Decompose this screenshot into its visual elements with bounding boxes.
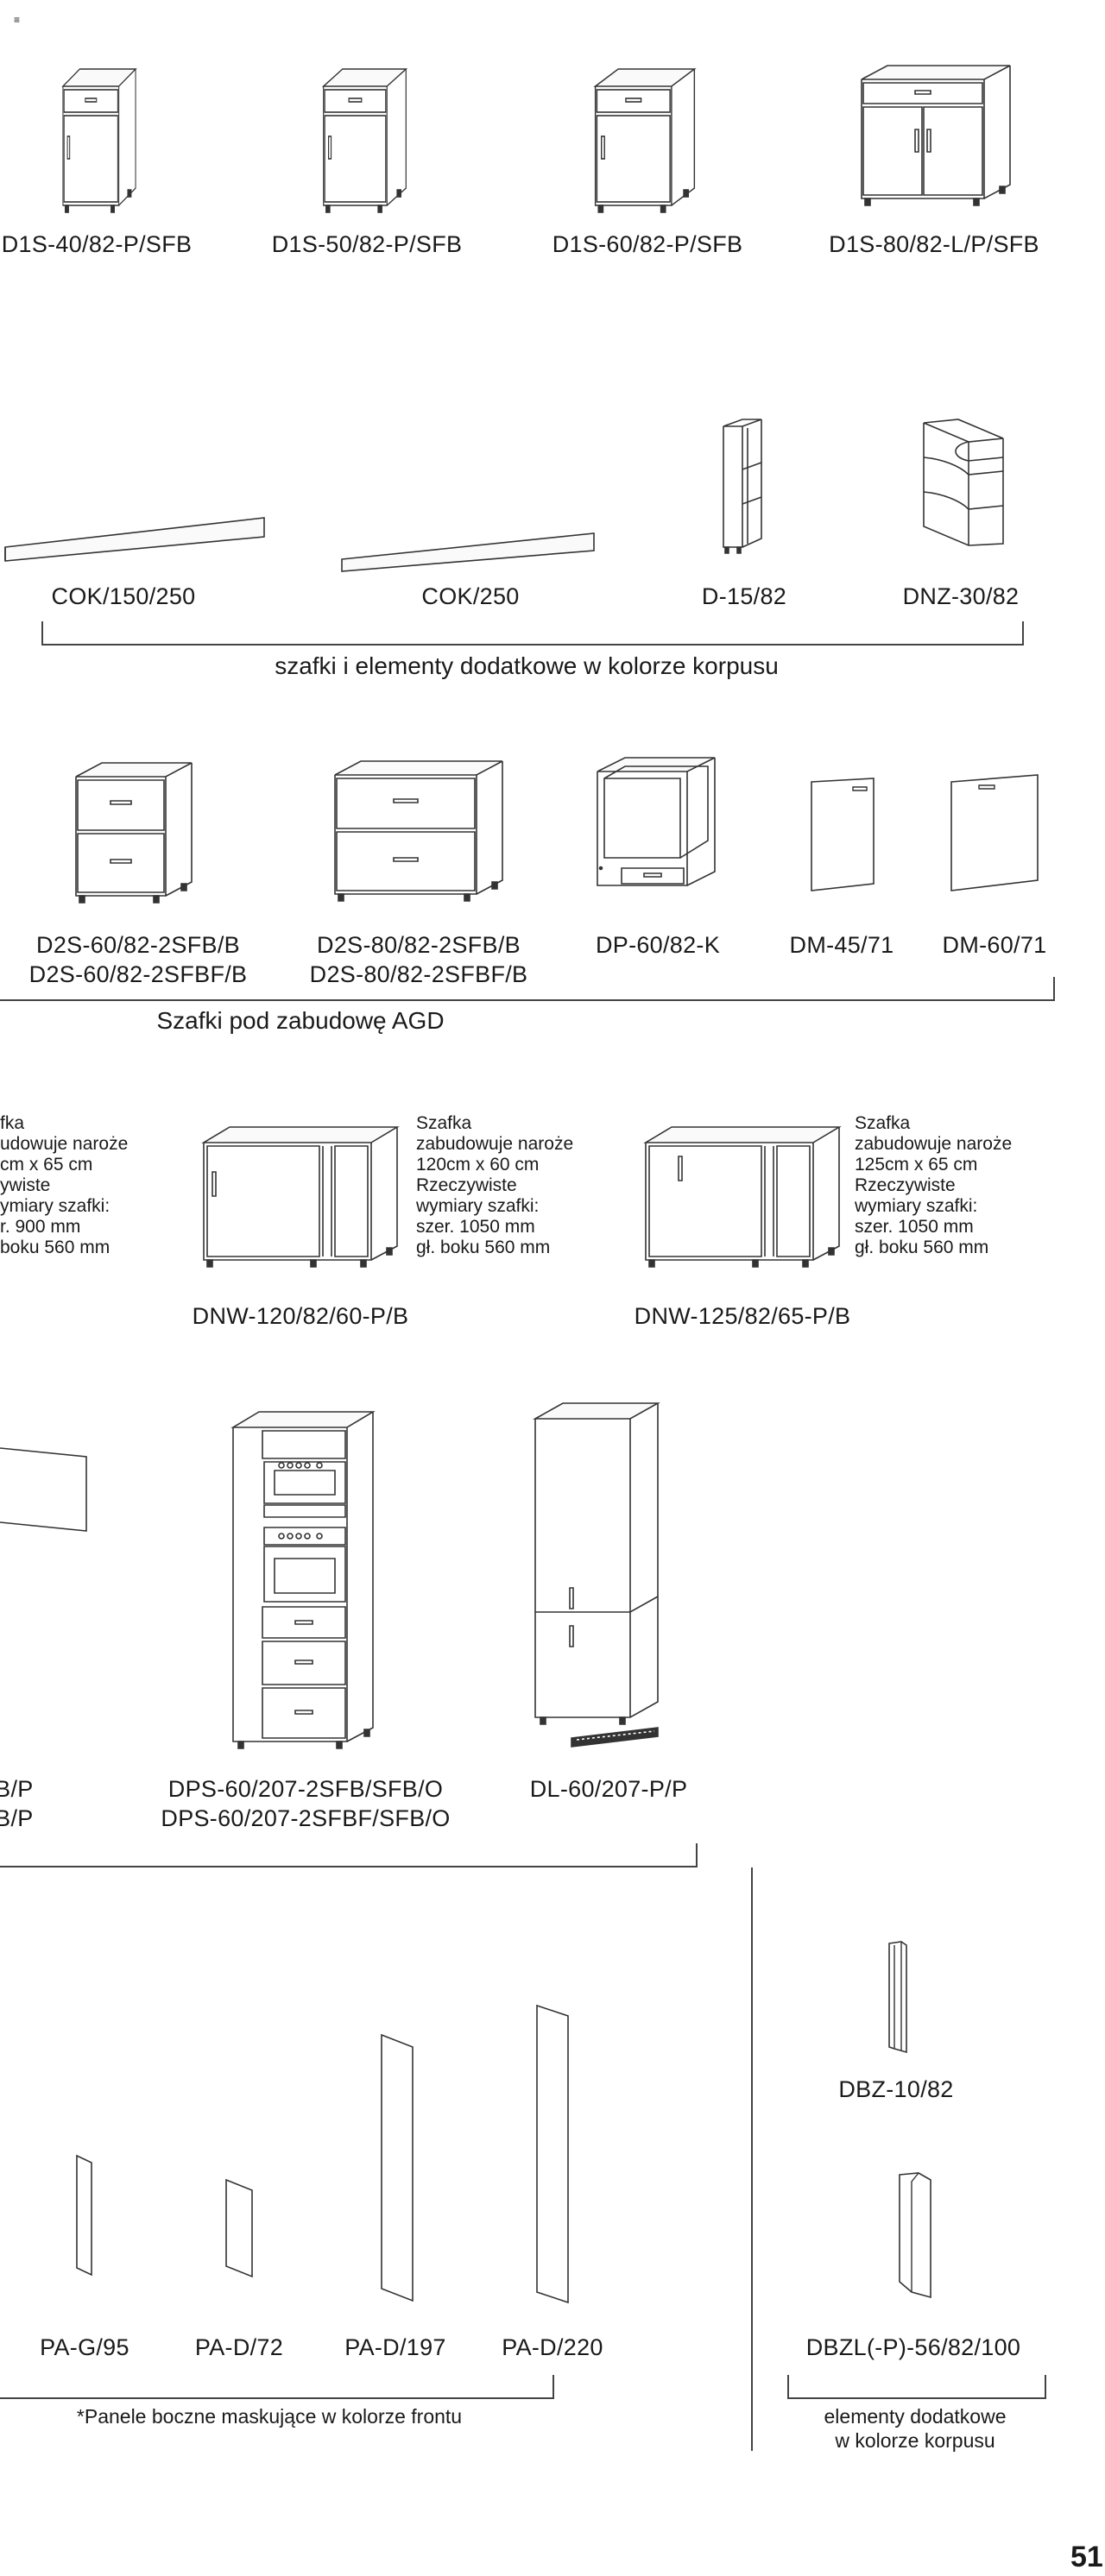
label-d2s-60: D2S-60/82-2SFB/B D2S-60/82-2SFBF/B [29, 930, 248, 989]
bracket-row3 [0, 977, 1055, 1001]
label-dbz-10: DBZ-10/82 [838, 2076, 954, 2102]
caption-row3: Szafki pod zabudowę AGD [156, 1007, 445, 1034]
label-dl-60: DL-60/207-P/P [529, 1776, 688, 1802]
label-d2s-60-line1: D2S-60/82-2SFB/B [36, 932, 240, 958]
cabinet-d15-drawing [717, 418, 768, 556]
plinth-cok-150-drawing [0, 513, 268, 563]
cabinet-d2s-60-drawing [69, 758, 199, 913]
vertical-divider [751, 1867, 753, 2451]
cabinet-d1s-80-drawing [855, 60, 1019, 211]
corner-note-left-l3: cm x 65 cm [0, 1155, 93, 1175]
note-dnw-120-l5: wymiary szafki: [416, 1196, 540, 1216]
label-dps-60: DPS-60/207-2SFB/SFB/O DPS-60/207-2SFBF/S… [161, 1774, 450, 1833]
label-d2s-60-line2: D2S-60/82-2SFBF/B [28, 961, 248, 987]
label-partial-left-line1: FB/P [0, 1776, 34, 1802]
label-dnz-30: DNZ-30/82 [902, 583, 1020, 609]
note-dnw-120-l7: gł. boku 560 mm [416, 1238, 551, 1257]
cabinet-d1s-40-drawing [62, 68, 136, 213]
label-d2s-80-line1: D2S-80/82-2SFB/B [317, 932, 521, 958]
label-dps-60-line1: DPS-60/207-2SFB/SFB/O [167, 1776, 444, 1802]
note-dnw-120-l3: 120cm x 60 cm [416, 1155, 540, 1175]
note-dnw-125-l6: szer. 1050 mm [855, 1217, 974, 1237]
corner-note-left-l6: r. 900 mm [0, 1217, 81, 1237]
bracket-row5 [0, 1843, 698, 1867]
corner-note-left-l5: ymiary szafki: [0, 1196, 110, 1216]
label-cok-250: COK/250 [421, 583, 520, 609]
label-pa-d-220: PA-D/220 [502, 2334, 603, 2360]
label-pa-g-95: PA-G/95 [40, 2334, 129, 2360]
label-d2s-80: D2S-80/82-2SFB/B D2S-80/82-2SFBF/B [310, 930, 528, 989]
cabinet-dl-60-tall-drawing [528, 1400, 666, 1754]
cabinet-dnw-125-drawing [639, 1120, 855, 1275]
corner-note-dnw-125: Szafka zabudowuje naroże 125cm x 65 cm R… [855, 1113, 1012, 1258]
label-dm-45: DM-45/71 [789, 932, 894, 958]
corner-note-dnw-120: Szafka zabudowuje naroże 120cm x 60 cm R… [416, 1113, 573, 1258]
panel-partial-left-drawing [0, 1439, 95, 1534]
label-dps-60-line2: DPS-60/207-2SFBF/SFB/O [161, 1805, 451, 1831]
cabinet-d1s-50-drawing [322, 68, 407, 213]
panel-pa-g-95-drawing [74, 2154, 95, 2277]
panel-pa-d-72-drawing [223, 2178, 257, 2278]
note-dnw-120-l1: Szafka [416, 1113, 472, 1133]
label-dnw-120: DNW-120/82/60-P/B [192, 1303, 409, 1329]
corner-note-left-l4: ywiste [0, 1175, 51, 1195]
caption-extras-line2: w kolorze korpusu [835, 2429, 995, 2452]
plinth-cok-250-drawing [338, 530, 597, 573]
label-dnw-125: DNW-125/82/65-P/B [634, 1303, 851, 1329]
label-dm-60: DM-60/71 [942, 932, 1047, 958]
note-dnw-125-l2: zabudowuje naroże [855, 1134, 1013, 1154]
caption-extras-line1: elementy dodatkowe [824, 2405, 1007, 2428]
note-dnw-120-l6: szer. 1050 mm [416, 1217, 535, 1237]
bracket-extras [787, 2375, 1046, 2399]
label-d1s-80: D1S-80/82-L/P/SFB [829, 231, 1039, 257]
note-dnw-125-l5: wymiary szafki: [855, 1196, 978, 1216]
label-d1s-40: D1S-40/82-P/SFB [1, 231, 193, 257]
filler-dbz-10-drawing [886, 1940, 910, 2054]
page-number: 51 [1070, 2541, 1103, 2573]
note-dnw-125-l7: gł. boku 560 mm [855, 1238, 989, 1257]
label-cok-150: COK/150/250 [51, 583, 196, 609]
label-dp-60: DP-60/82-K [595, 932, 721, 958]
panel-pa-d-220-drawing [534, 2004, 573, 2304]
label-d1s-60: D1S-60/82-P/SFB [552, 231, 743, 257]
label-dbzl-56: DBZL(-P)-56/82/100 [805, 2334, 1021, 2360]
panel-dbzl-56-drawing [896, 2171, 936, 2299]
caption-panels: *Panele boczne maskujące w kolorze front… [76, 2405, 463, 2428]
cabinet-dnz-30-drawing [917, 414, 1012, 552]
label-d1s-50: D1S-50/82-P/SFB [271, 231, 463, 257]
bracket-panels [0, 2375, 554, 2399]
label-partial-left-line2: FB/P [0, 1805, 34, 1831]
caption-extras: elementy dodatkowe w kolorze korpusu [824, 2404, 1007, 2453]
corner-mark: ≡ [14, 14, 21, 26]
corner-note-left-l7: boku 560 mm [0, 1238, 110, 1257]
note-dnw-125-l3: 125cm x 65 cm [855, 1155, 978, 1175]
note-dnw-125-l1: Szafka [855, 1113, 911, 1133]
corner-note-left: fka udowuje naroże cm x 65 cm ywiste ymi… [0, 1113, 128, 1258]
corner-note-left-l1: fka [0, 1113, 25, 1133]
front-dm-60-drawing [948, 772, 1043, 892]
front-dm-45-drawing [808, 775, 877, 896]
cabinet-dp-60-drawing [592, 754, 722, 910]
bracket-row2 [41, 621, 1024, 646]
caption-row2: szafki i elementy dodatkowe w kolorze ko… [275, 652, 779, 679]
label-pa-d-72: PA-D/72 [194, 2334, 284, 2360]
corner-note-left-l2: udowuje naroże [0, 1134, 129, 1154]
cabinet-d2s-80-drawing [328, 756, 509, 911]
panel-pa-d-197-drawing [378, 2033, 418, 2302]
note-dnw-120-l2: zabudowuje naroże [416, 1134, 574, 1154]
note-dnw-125-l4: Rzeczywiste [855, 1175, 956, 1195]
cabinet-d1s-60-drawing [594, 68, 696, 213]
label-d2s-80-line2: D2S-80/82-2SFBF/B [309, 961, 528, 987]
cabinet-dnw-120-drawing [197, 1120, 413, 1275]
note-dnw-120-l4: Rzeczywiste [416, 1175, 517, 1195]
cabinet-dps-60-tall-drawing [226, 1407, 382, 1752]
label-pa-d-197: PA-D/197 [344, 2334, 446, 2360]
label-partial-left: FB/P FB/P [0, 1774, 34, 1833]
label-d15: D-15/82 [701, 583, 787, 609]
